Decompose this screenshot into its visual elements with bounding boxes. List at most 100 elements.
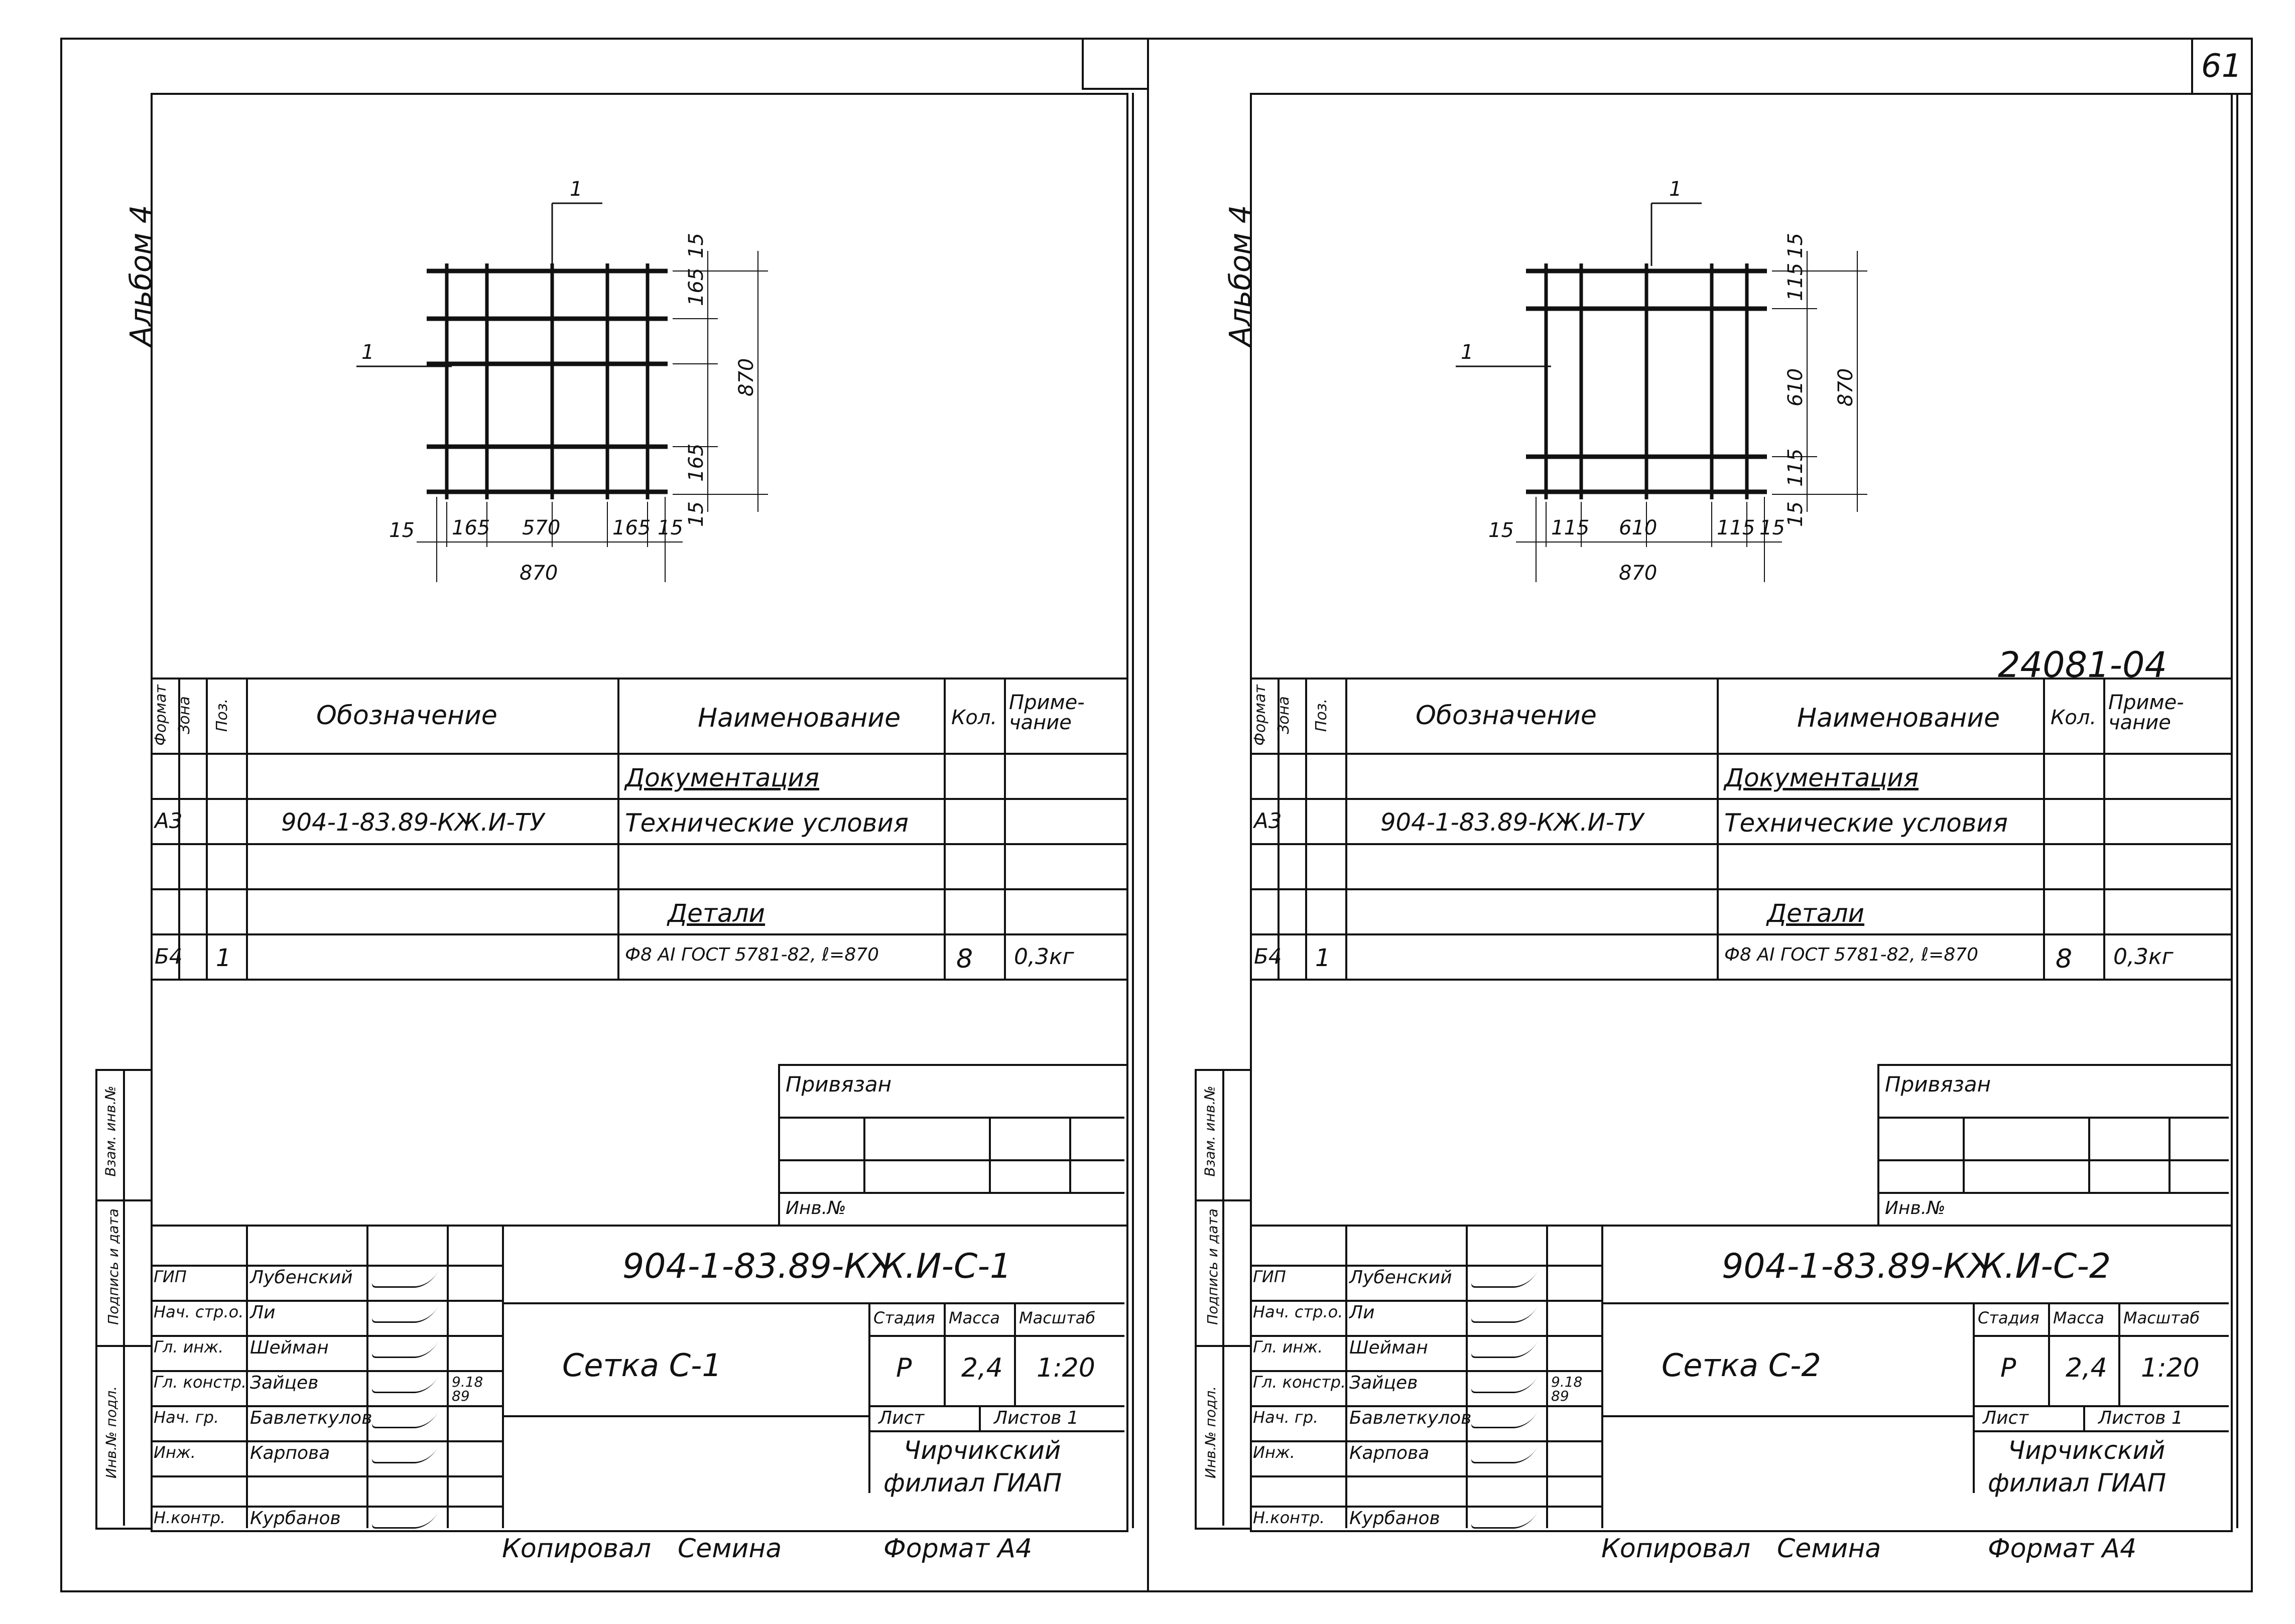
rule-line xyxy=(151,933,1126,935)
dimension-label: 15 xyxy=(1759,516,1785,539)
rule-line xyxy=(617,678,619,981)
rule-line xyxy=(979,1405,981,1430)
rule-line xyxy=(178,678,180,981)
rule-line xyxy=(1546,1225,1548,1528)
rule-line xyxy=(502,1302,1124,1304)
rule-line xyxy=(151,1475,502,1477)
cell-format: Б4 xyxy=(155,944,183,969)
tb-role: Нач. гр. xyxy=(1253,1408,1319,1427)
header-format: Формат xyxy=(1251,685,1269,746)
rule-line xyxy=(1250,798,2231,800)
rule-line xyxy=(1250,1300,1601,1302)
rule-line xyxy=(1195,1345,1250,1347)
rule-line xyxy=(1250,1475,1601,1477)
header-qty: Кол. xyxy=(2051,706,2097,729)
dimension-label: 115 xyxy=(1784,449,1807,487)
dimension-label: 15 xyxy=(1488,519,1514,542)
tb-date: 9.18 89 xyxy=(1551,1374,1583,1404)
header-name: Наименование xyxy=(698,703,901,733)
sheet-code: 904-1-83.89-КЖ.И-С-1 xyxy=(622,1247,1012,1286)
header-designation: Обозначение xyxy=(1416,701,1597,731)
rule-line xyxy=(1132,93,1134,1528)
footer-format: Формат А4 xyxy=(1988,1534,2137,1564)
rule-line xyxy=(151,1265,502,1267)
footer-copied: Копировал xyxy=(1601,1534,1751,1564)
sheet-frame xyxy=(151,93,1128,1532)
rule-line xyxy=(1014,1302,1016,1405)
dimension-label: 165 xyxy=(612,516,651,539)
fold-separator xyxy=(1147,38,1149,1590)
tb-scale: 1:20 xyxy=(1037,1353,1095,1383)
tb-mass-label: Масса xyxy=(2053,1308,2105,1327)
rule-line xyxy=(1345,1225,1347,1528)
rule-line xyxy=(778,1159,1124,1161)
header-zone: Зона xyxy=(1274,696,1293,734)
cell-format: А3 xyxy=(155,808,183,833)
rule-line xyxy=(2088,1117,2090,1192)
dimension-total: 870 xyxy=(1619,562,1657,582)
tb-role: Инж. xyxy=(1253,1443,1295,1462)
rule-line xyxy=(123,1069,125,1526)
rule-line xyxy=(1877,1159,2229,1161)
binding-block xyxy=(778,1064,1126,1227)
tb-role: Нач. стр.о. xyxy=(154,1302,244,1321)
cell-format: А3 xyxy=(1254,808,1282,833)
page-number: 61 xyxy=(2201,48,2242,85)
dimension-label: 165 xyxy=(685,444,708,482)
tb-stage-label: Стадия xyxy=(1978,1308,2039,1327)
dimension-label: 15 xyxy=(389,519,415,542)
dimension-label: 15 xyxy=(1784,233,1807,258)
tb-sheets-label: Листов 1 xyxy=(994,1408,1079,1428)
rule-line xyxy=(151,1335,502,1337)
side-stamp-sign: Подпись и дата xyxy=(1204,1208,1221,1325)
rule-line xyxy=(1222,1069,1224,1526)
binding-block xyxy=(1877,1064,2231,1227)
rule-line xyxy=(863,1117,865,1192)
tb-scale: 1:20 xyxy=(2141,1353,2200,1383)
tb-role: ГИП xyxy=(1253,1267,1286,1286)
cell-name: Ф8 АI ГОСТ 5781-82, ℓ=870 xyxy=(625,944,879,965)
tb-sheet-label: Лист xyxy=(1983,1408,2029,1428)
position-label: 1 xyxy=(570,181,582,201)
header-name: Наименование xyxy=(1797,703,2000,733)
rule-line xyxy=(502,1415,868,1417)
rule-line xyxy=(1973,1405,2229,1407)
rule-line xyxy=(206,678,208,981)
tb-role: Инж. xyxy=(154,1443,196,1462)
rule-line xyxy=(2118,1302,2120,1405)
rule-line xyxy=(2083,1405,2085,1430)
rule-line xyxy=(1877,1117,2229,1119)
side-stamp-inv: Инв.№ подл. xyxy=(103,1386,120,1479)
position-label: 1 xyxy=(361,341,374,364)
sheet-code: 904-1-83.89-КЖ.И-С-2 xyxy=(1722,1247,2111,1286)
header-designation: Обозначение xyxy=(316,701,497,731)
rule-line xyxy=(151,1506,502,1508)
rule-line xyxy=(1250,678,2231,680)
tb-name: Ли xyxy=(250,1302,276,1323)
header-qty: Кол. xyxy=(951,706,997,729)
tb-name: Курбанов xyxy=(1349,1508,1440,1529)
footer-copier: Семина xyxy=(1777,1534,1881,1564)
cell-name: Технические условия xyxy=(625,808,909,838)
rule-line xyxy=(2048,1302,2050,1405)
cell-name: Документация xyxy=(625,763,819,792)
tb-date: 9.18 89 xyxy=(452,1374,483,1404)
rule-line xyxy=(1973,1430,2229,1432)
rule-line xyxy=(151,1440,502,1442)
tb-sheets-label: Листов 1 xyxy=(2098,1408,2183,1428)
tb-name: Шейман xyxy=(1349,1337,1428,1358)
rule-line xyxy=(1250,1405,1601,1407)
tb-name: Карпова xyxy=(1349,1443,1430,1463)
dimension-label: 610 xyxy=(1619,516,1657,539)
album-label: Альбом 4 xyxy=(123,205,158,346)
rule-line xyxy=(366,1225,368,1528)
rule-line xyxy=(1250,753,2231,755)
side-stamp-repl: Взам. инв.№ xyxy=(1201,1086,1218,1177)
cell-pos: 1 xyxy=(216,944,231,972)
cell-qty: 8 xyxy=(2056,944,2073,974)
cell-pos: 1 xyxy=(1315,944,1331,972)
tb-role: Гл. констр. xyxy=(154,1373,247,1392)
rule-line xyxy=(95,1199,151,1201)
